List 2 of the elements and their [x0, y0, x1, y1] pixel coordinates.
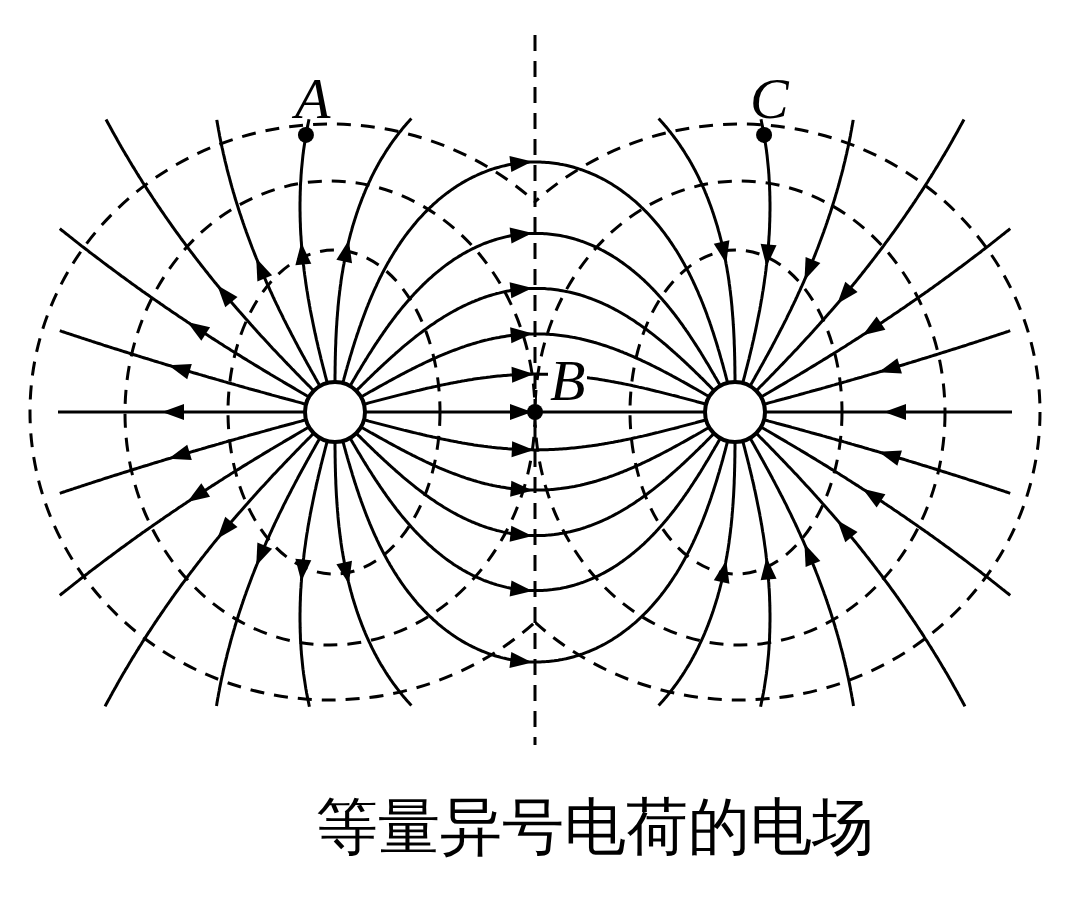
caption: 等量异号电荷的电场: [316, 790, 874, 865]
point-label: C: [750, 70, 789, 128]
